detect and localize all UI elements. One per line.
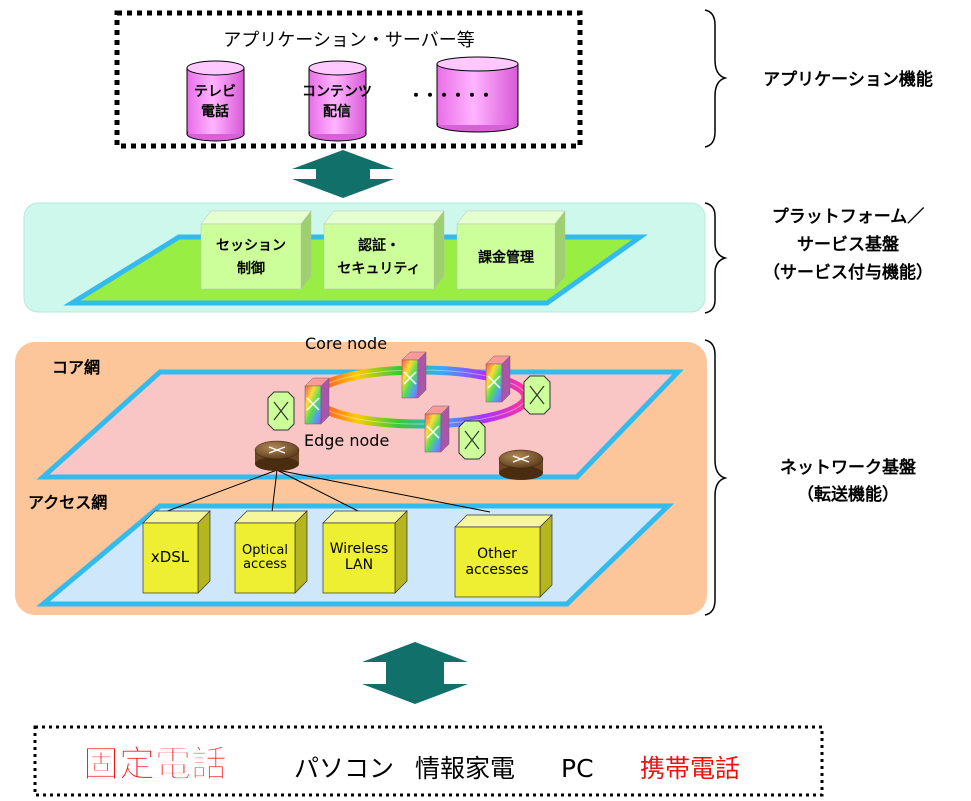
core-network-label: コア網 bbox=[52, 358, 100, 377]
access-box-wireless-line1: Wireless bbox=[330, 541, 389, 557]
terminal-pc-jp: パソコン bbox=[294, 754, 394, 783]
core-node-box-1 bbox=[401, 351, 427, 399]
cylinder-tv-phone-line2: 電話 bbox=[201, 103, 229, 120]
network-layer: コア網 アクセス網 Core node Edge node bbox=[15, 334, 707, 615]
edge-node-box-1 bbox=[267, 391, 295, 431]
app-server-group: アプリケーション・サーバー等 テレビ 電話 コンテンツ 配信 ・・・・・・ bbox=[114, 10, 583, 149]
brace-application bbox=[704, 9, 728, 148]
brace-network bbox=[704, 339, 728, 616]
access-box-xdsl: xDSL bbox=[142, 510, 211, 594]
access-box-wireless-line2: LAN bbox=[345, 557, 373, 573]
access-box-optical: Optical access bbox=[234, 510, 308, 594]
terminal-pc: PC bbox=[561, 754, 594, 783]
platform-box-session: セッション 制御 bbox=[200, 210, 312, 290]
core-node-box-4 bbox=[424, 405, 450, 453]
terminals-frame bbox=[33, 725, 824, 797]
platform-box-billing: 課金管理 bbox=[456, 210, 566, 290]
terminals-group: 固定電話 パソコン 情報家電 PC 携帯電話 bbox=[33, 725, 824, 797]
platform-box-session-line2: 制御 bbox=[237, 260, 265, 277]
platform-box-auth: 認証・ セキュリティ bbox=[323, 210, 445, 290]
layer-label-platform-2: サービス基盤 bbox=[797, 234, 900, 255]
double-arrow-top bbox=[292, 150, 394, 198]
app-server-title: アプリケーション・サーバー等 bbox=[223, 30, 474, 51]
layer-label-platform-1: プラットフォーム／ bbox=[772, 206, 925, 227]
router-right bbox=[498, 449, 544, 480]
edge-node-label: Edge node bbox=[304, 431, 389, 450]
core-node-box-3 bbox=[304, 377, 330, 425]
access-box-wireless: Wireless LAN bbox=[322, 510, 408, 594]
core-node-boxes bbox=[304, 351, 511, 453]
access-network-label: アクセス網 bbox=[28, 493, 107, 512]
app-server-ellipsis: ・・・・・・ bbox=[408, 86, 492, 105]
layer-label-application: アプリケーション機能 bbox=[763, 69, 933, 90]
cylinder-content-line2: 配信 bbox=[323, 103, 351, 120]
terminal-mobile: 携帯電話 bbox=[640, 754, 740, 783]
core-node-label: Core node bbox=[305, 334, 387, 353]
cylinder-content-delivery: コンテンツ 配信 bbox=[302, 60, 372, 142]
access-box-xdsl-label: xDSL bbox=[151, 548, 190, 566]
layer-braces bbox=[704, 9, 728, 616]
layer-label-network-1: ネットワーク基盤 bbox=[780, 457, 917, 478]
access-box-other: Other accesses bbox=[454, 514, 553, 598]
core-node-box-2 bbox=[485, 355, 511, 403]
double-arrow-bottom bbox=[362, 642, 468, 704]
layer-label-platform-3: （サービス付与機能） bbox=[763, 262, 933, 283]
platform-layer: セッション 制御 認証・ セキュリティ 課金管理 bbox=[23, 202, 706, 313]
cylinder-tv-phone: テレビ 電話 bbox=[186, 60, 245, 142]
edge-node-box-3 bbox=[458, 420, 486, 460]
platform-box-auth-line1: 認証・ bbox=[358, 237, 400, 254]
cylinder-others bbox=[436, 56, 519, 133]
layer-label-network-2: （転送機能） bbox=[797, 484, 899, 505]
edge-node-box-2 bbox=[523, 375, 551, 415]
terminal-appliances: 情報家電 bbox=[415, 754, 515, 783]
terminal-fixed-phone: 固定電話 bbox=[83, 744, 227, 785]
access-box-other-line1: Other bbox=[477, 546, 517, 562]
platform-box-auth-line2: セキュリティ bbox=[337, 261, 420, 277]
app-server-frame bbox=[114, 10, 583, 149]
access-box-optical-line1: Optical bbox=[242, 543, 288, 558]
platform-box-billing-line1: 課金管理 bbox=[478, 249, 534, 266]
cylinder-content-line1: コンテンツ bbox=[302, 84, 372, 100]
access-box-optical-line2: access bbox=[243, 557, 287, 572]
edge-node-boxes bbox=[267, 375, 551, 460]
platform-box-session-line1: セッション bbox=[216, 238, 286, 254]
router-left bbox=[254, 440, 300, 471]
cylinder-tv-phone-line1: テレビ bbox=[194, 84, 236, 100]
access-links bbox=[164, 469, 491, 513]
brace-platform bbox=[704, 202, 728, 314]
access-box-other-line2: accesses bbox=[465, 562, 528, 578]
